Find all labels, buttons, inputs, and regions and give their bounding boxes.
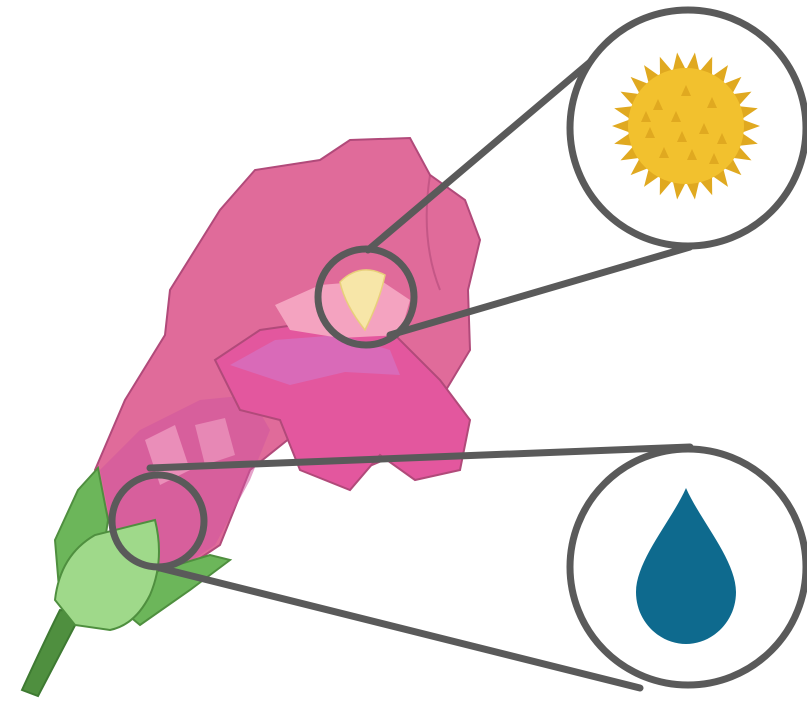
pollen-callout xyxy=(570,10,806,246)
nectar-callout xyxy=(570,449,806,685)
